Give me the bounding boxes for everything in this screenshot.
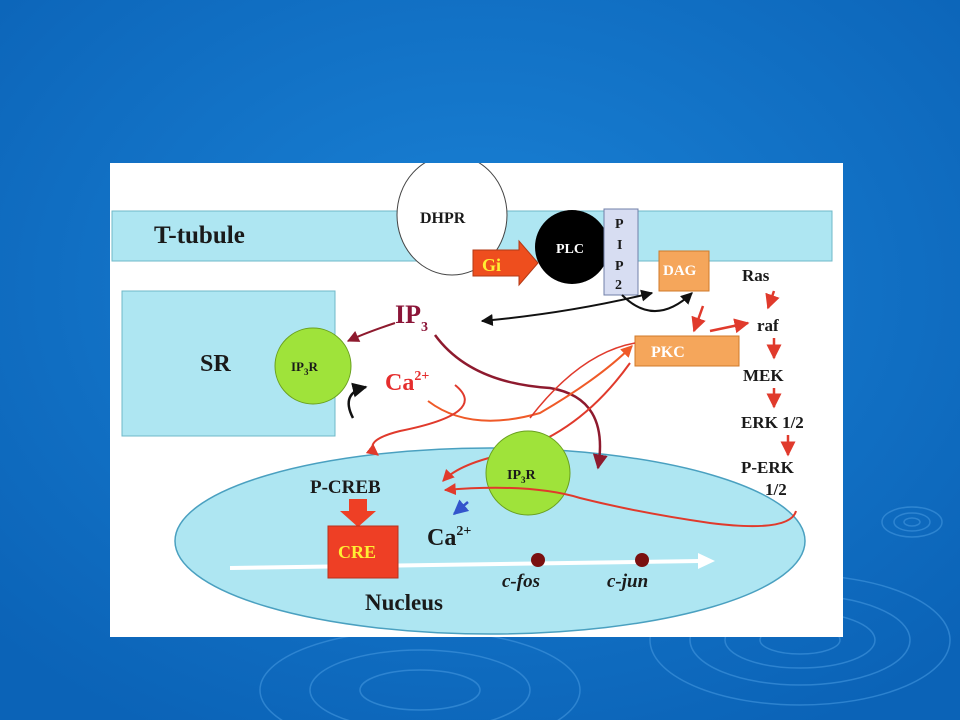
ripple-decoration <box>259 506 951 720</box>
cre-box <box>327 525 399 579</box>
gi-label: Gi <box>482 255 501 275</box>
pkc-label: PKC <box>651 344 685 361</box>
ras-label: Ras <box>742 266 770 285</box>
nucleus-compartment <box>174 447 806 635</box>
nuclear-calcium-release-arrow <box>452 499 470 515</box>
pkc-box <box>634 335 740 367</box>
perk-label: P-ERK <box>741 458 795 477</box>
c-fos-label: c-fos <box>502 571 540 592</box>
ip3-to-nuclear-receptor-arrow <box>433 334 608 470</box>
perk-label-line2: 1/2 <box>765 480 787 499</box>
pip2-letter-1: P <box>615 217 624 232</box>
sr-label: SR <box>200 351 231 377</box>
dhpr-label: DHPR <box>420 210 466 227</box>
nucleus-label: Nucleus <box>365 590 443 615</box>
raf-label: raf <box>757 316 779 335</box>
ras-to-raf-arrow <box>765 290 780 310</box>
perk-to-pcreb-arrow <box>443 483 797 528</box>
cre-label: CRE <box>338 542 376 562</box>
sr-ip3r-label: IP3R <box>291 359 319 377</box>
dag-label: DAG <box>663 263 697 279</box>
calcium-to-pcreb-arrow <box>365 384 466 456</box>
calcium-to-pkc-arrow <box>427 345 633 422</box>
pkc-to-raf-arrow <box>709 318 750 334</box>
signaling-pathway-diagram: T-tubule SR Nucleus DHPR PLC Gi P I P 2 … <box>111 163 833 635</box>
pip2-letter-2: I <box>617 238 622 253</box>
sr-calcium-label: Ca2+ <box>385 369 429 396</box>
c-fos-gene-dot <box>531 553 545 567</box>
plc-enzyme <box>535 210 609 284</box>
sr-ip3-receptor <box>274 327 352 405</box>
ca-release-loop-arrow <box>347 382 368 419</box>
c-jun-label: c-jun <box>607 571 648 592</box>
transcription-arrow <box>229 559 701 570</box>
ip3-to-sr-receptor-arrow <box>346 322 396 342</box>
pip2-letter-3: P <box>615 259 624 274</box>
nuclear-calcium-label: Ca2+ <box>427 524 471 551</box>
plc-label: PLC <box>556 242 584 257</box>
diagram-panel: T-tubule SR Nucleus DHPR PLC Gi P I P 2 … <box>110 163 843 637</box>
t-tubule-label: T-tubule <box>154 222 245 249</box>
pcreb-to-cre-arrow <box>340 499 376 527</box>
ip3-pip2-arrow <box>480 289 654 326</box>
pip2-to-dag-arrow <box>621 292 693 312</box>
pip2-box <box>603 208 639 296</box>
ip3-label: IP3 <box>395 300 428 335</box>
pcreb-label: P-CREB <box>310 477 381 498</box>
dag-box <box>658 250 710 292</box>
c-jun-gene-dot <box>635 553 649 567</box>
pip2-letter-4: 2 <box>615 278 622 293</box>
gi-protein-arrow <box>472 239 539 287</box>
dhpr-receptor <box>396 163 508 276</box>
pkc-feedback-arrow <box>529 342 636 419</box>
erk-label: ERK 1/2 <box>741 413 804 432</box>
mek-label: MEK <box>743 366 784 385</box>
transcription-arrowhead <box>698 553 715 569</box>
nuclear-ip3r-label: IP3R <box>507 468 537 485</box>
dag-to-pkc-arrow <box>691 305 706 333</box>
nuclear-ip3-receptor <box>485 430 571 516</box>
